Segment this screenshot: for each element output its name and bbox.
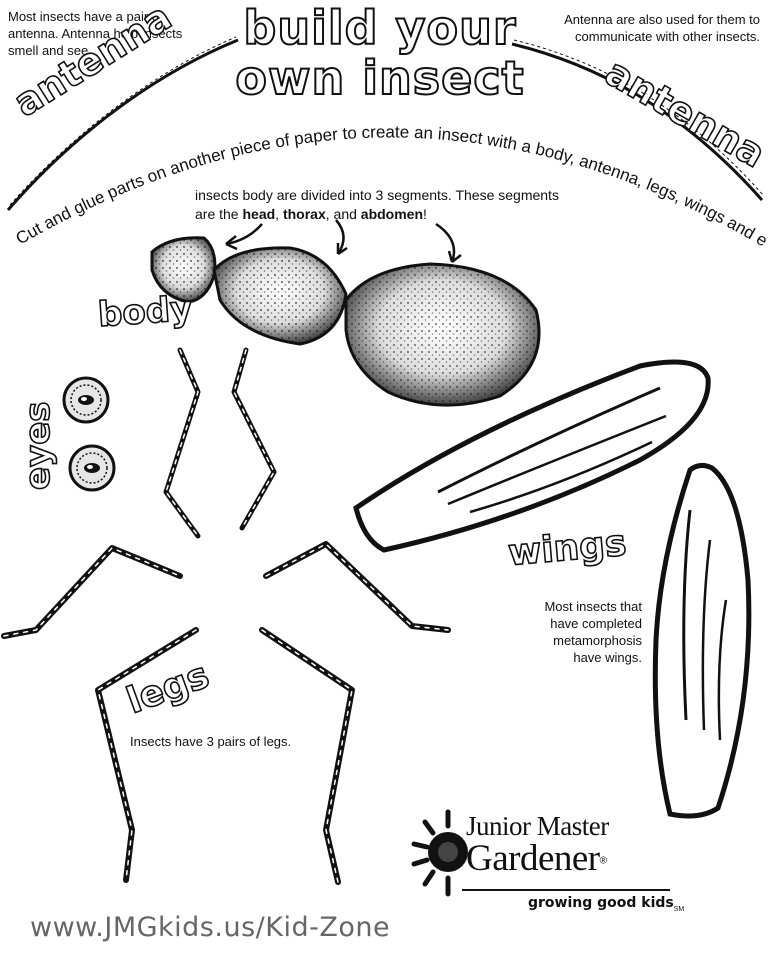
right-antenna [511, 39, 765, 201]
segment-arrows [225, 219, 462, 263]
logo-registered-mark: ® [599, 855, 608, 867]
antenna-note-right: Antenna are also used for them to commun… [564, 12, 760, 44]
middle-leg-left [1, 545, 183, 639]
legs-note: Insects have 3 pairs of legs. [130, 734, 292, 749]
insect-legs [1, 347, 451, 885]
left-antenna [6, 36, 239, 211]
front-leg-right [231, 347, 277, 531]
segments-note-sep-1: , [275, 206, 283, 222]
wing-lower [652, 462, 752, 819]
wing-upper [353, 359, 711, 553]
logo-line-2: Gardener [466, 838, 600, 879]
insect-body [150, 236, 541, 407]
eye-top [62, 376, 110, 424]
segment-abdomen-term: abdomen [360, 206, 424, 222]
segment-head-term: head [242, 206, 276, 222]
jmg-logo: Junior Master Gardener® [466, 812, 686, 878]
segments-note-end: ! [423, 206, 427, 222]
logo-tagline-text: growing good kids [528, 895, 674, 911]
segments-note-sep-2: , and [325, 206, 361, 222]
front-leg-left [163, 347, 201, 539]
logo-tagline: growing good kidsSM [528, 894, 684, 913]
segments-note-text: insects body are divided into 3 segments… [195, 187, 559, 222]
segments-note: insects body are divided into 3 segments… [195, 186, 575, 224]
antenna-note-left: Most insects have a pair of antenna. Ant… [8, 9, 183, 58]
footer-url: www.JMGkids.us/Kid-Zone [30, 912, 391, 943]
segment-thorax-term: thorax [282, 206, 326, 222]
title-line-2: own insect [234, 51, 525, 105]
logo-sm-mark: SM [673, 906, 685, 914]
middle-leg-right [263, 541, 451, 633]
sunflower-logo-icon [411, 809, 468, 897]
eye-bottom [68, 444, 116, 492]
wings-note: Most insects that have completed metamor… [544, 599, 642, 665]
title-line-1: build your [242, 1, 517, 55]
body-label: body [96, 288, 194, 336]
hind-leg-right [259, 627, 355, 885]
page-title: build your own insect [230, 1, 530, 105]
logo-line-1: Junior Master [466, 811, 609, 841]
eyes-label: eyes [17, 401, 59, 491]
